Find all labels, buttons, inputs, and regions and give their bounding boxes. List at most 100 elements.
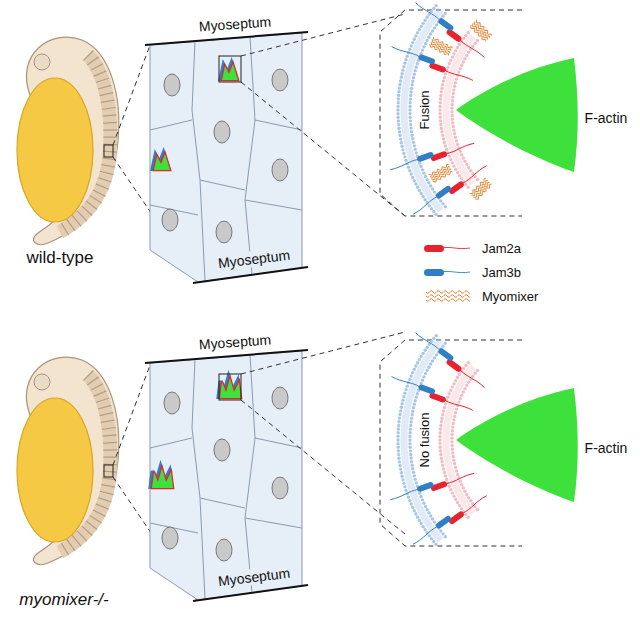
fusion-site-outline (152, 468, 173, 488)
lipid-head (432, 337, 435, 340)
lipid-head (449, 389, 452, 392)
lipid-head (414, 148, 417, 151)
lipid-head (439, 119, 442, 122)
lipid-head (408, 431, 411, 434)
lipid-head (410, 417, 413, 420)
lipid-head (432, 210, 435, 213)
lipid-head (464, 513, 467, 516)
lipid-head (456, 473, 459, 476)
lipid-tails (404, 10, 441, 211)
lipid-head (415, 65, 418, 68)
lipid-head (443, 471, 446, 474)
inset-box (104, 465, 113, 477)
lipid-head (402, 65, 405, 68)
lipid-head (396, 435, 399, 438)
lipid-head (409, 456, 412, 459)
lipid-head (414, 34, 417, 37)
jam2a-tail (460, 39, 485, 58)
jam-pair (411, 490, 488, 550)
lipid-head (455, 407, 458, 410)
lipid-head (413, 368, 416, 371)
lipid-head (450, 103, 453, 106)
lipid-head (411, 371, 414, 374)
cell-border (200, 498, 245, 508)
lipid-head (454, 379, 457, 382)
lipid-head (418, 358, 421, 361)
jam2a-tail (444, 400, 473, 411)
lipid-head (406, 54, 409, 57)
lipid-head (450, 436, 453, 439)
lipid-head (473, 372, 476, 375)
lipid-head (419, 165, 422, 168)
lipid-head (441, 532, 444, 535)
lipid-head (427, 181, 430, 184)
jam2a-tail (444, 70, 473, 81)
lipid-head (398, 416, 401, 419)
lipid-head (418, 491, 421, 494)
lipid-head (398, 413, 401, 416)
lipid-head (412, 406, 415, 409)
cell-border (200, 180, 245, 190)
cell-border (192, 359, 205, 599)
lipid-head (423, 349, 426, 352)
lipid-head (467, 361, 470, 364)
jam2a-tail (460, 369, 485, 388)
lipid-head (415, 481, 418, 484)
lipid-head (404, 489, 407, 492)
lipid-head (439, 116, 442, 119)
f-actin (456, 388, 578, 502)
lipid-head (397, 453, 400, 456)
lipid-head (411, 80, 414, 83)
jam3b-tail (415, 332, 440, 351)
lipid-head (450, 433, 453, 436)
lipid-head (413, 179, 416, 182)
lipid-head (396, 446, 399, 449)
lipid-head (411, 467, 414, 470)
lipid-head (467, 496, 470, 499)
lipid-head (409, 90, 412, 93)
lipid-head (452, 92, 455, 95)
f-actin-label: F-actin (584, 110, 629, 126)
jam2a-tail (462, 495, 487, 514)
lipid-head (409, 126, 412, 129)
jam3b (416, 481, 434, 492)
lipid-head (411, 137, 414, 140)
lipid-head (424, 42, 427, 45)
f-actin-label: F-actin (584, 440, 629, 456)
nucleus (214, 121, 230, 143)
lipid-head (453, 415, 456, 418)
lipid-head (450, 444, 453, 447)
myoseptum-label: Myoseptum (197, 13, 272, 34)
lipid-head (398, 130, 401, 133)
cell-border (245, 200, 302, 210)
jam-pair (411, 330, 488, 390)
legend-swatch (424, 269, 444, 276)
jam3b (437, 17, 454, 32)
lipid-head (425, 369, 428, 372)
myomixer (469, 178, 486, 195)
lipid-head (413, 509, 416, 512)
lipid-head (476, 178, 479, 181)
lipid-head (423, 528, 426, 531)
lipid-head (402, 482, 405, 485)
lipid-head (456, 46, 459, 49)
jam3b-tail (413, 196, 438, 215)
lipid-head (449, 488, 452, 491)
lipid-head (438, 112, 441, 115)
lipid-head (464, 34, 467, 37)
lipid-head (396, 438, 399, 441)
jam-pair (389, 374, 475, 413)
lipid-head (412, 471, 415, 474)
lipid-tails (404, 340, 441, 541)
lipid-head (439, 97, 442, 100)
jam-pair (389, 137, 475, 176)
jam2a (445, 358, 462, 373)
lipid-head (454, 466, 457, 469)
lipid-head (460, 177, 463, 180)
lipid-head (440, 87, 443, 90)
lipid-head (464, 183, 467, 186)
lipid-head (458, 373, 461, 376)
lipid-head (416, 392, 419, 395)
lipid-head (452, 52, 455, 55)
lipid-head (403, 485, 406, 488)
